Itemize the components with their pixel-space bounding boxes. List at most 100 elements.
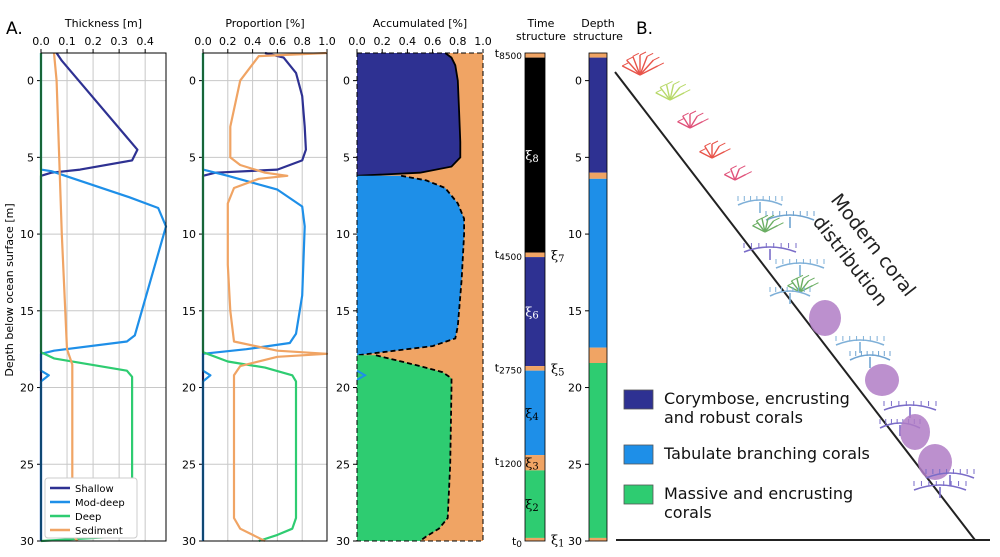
depth-segment — [589, 178, 607, 348]
x-tick-label: 1.0 — [318, 35, 336, 48]
depth-segment — [589, 53, 607, 58]
time-segment — [525, 370, 545, 456]
y-tick-label: 15 — [182, 305, 196, 318]
area-boundary-deep — [375, 354, 453, 542]
coral-massive — [865, 364, 899, 396]
y-axis-label: Depth below ocean surface [m] — [3, 203, 16, 376]
area-shallow — [357, 53, 461, 176]
panel-a-label: A. — [6, 19, 23, 39]
series-line-mod-deep — [201, 53, 306, 541]
chart-title: Depth — [581, 17, 615, 30]
coral-legend-label: Massive and encrusting — [664, 484, 853, 503]
x-tick-label: 0.8 — [293, 35, 311, 48]
depth-bar-frame — [588, 52, 608, 542]
time-segment — [525, 470, 545, 538]
y-tick-label: 15 — [336, 305, 350, 318]
y-tick-label: 0 — [27, 75, 34, 88]
coral-branching — [655, 80, 691, 101]
epoch-label: ξ7 — [551, 249, 565, 265]
time-structure-panel: Timestructureξ8ξ7ξ6ξ5ξ4ξ3ξ2ξ1t8500t4500t… — [495, 17, 566, 550]
y-tick-label: 20 — [182, 382, 196, 395]
coral-tabulate — [883, 401, 937, 418]
y-tick-label: 5 — [575, 151, 582, 164]
coral-legend-label: Tabulate branching corals — [663, 444, 870, 463]
chart-title: structure — [516, 30, 566, 43]
chart-title: Thickness [m] — [64, 17, 142, 30]
x-tick-label: 0.6 — [269, 35, 287, 48]
x-tick-label: 0.2 — [373, 35, 391, 48]
x-tick-label: 0.2 — [84, 35, 102, 48]
coral-drawings — [621, 51, 975, 498]
y-tick-label: 25 — [182, 458, 196, 471]
coral-branching — [723, 165, 752, 181]
coral-legend-swatch — [623, 484, 654, 505]
area-boundary-mod-deep — [356, 174, 465, 357]
time-segment — [525, 53, 545, 58]
y-tick-label: 20 — [336, 382, 350, 395]
coral-tabulate — [913, 481, 967, 498]
coral-tabulate — [849, 351, 891, 368]
legend-entry: Shallow — [75, 484, 114, 495]
series-line-sediment — [52, 52, 79, 542]
coral-illustration: Modern coral distribution Corymbose, enc… — [614, 51, 990, 541]
coral-branching — [787, 274, 819, 293]
y-tick-label: 0 — [343, 75, 350, 88]
chart-title: Accumulated [%] — [373, 17, 467, 30]
x-tick-label: 0.2 — [219, 35, 237, 48]
x-tick-label: 0.8 — [449, 35, 467, 48]
coral-tabulate — [769, 287, 811, 304]
time-label: t4500 — [495, 248, 523, 263]
epoch-label: ξ1 — [551, 533, 565, 549]
coral-legend-swatch — [623, 389, 654, 410]
x-tick-label: 0.0 — [32, 35, 50, 48]
x-tick-label: 0.4 — [244, 35, 262, 48]
x-tick-label: 0.6 — [424, 35, 442, 48]
y-tick-label: 30 — [336, 535, 350, 548]
coral-branching — [677, 110, 709, 129]
y-tick-label: 25 — [568, 458, 582, 471]
area-mod-deep — [357, 175, 465, 356]
time-label: t8500 — [495, 47, 523, 62]
x-tick-label: 1.0 — [474, 35, 492, 48]
area-deep — [357, 355, 452, 541]
time-segment — [525, 252, 545, 258]
y-tick-label: 10 — [336, 228, 350, 241]
time-segment — [525, 455, 545, 471]
y-tick-label: 15 — [20, 305, 34, 318]
x-tick-label: 0.0 — [194, 35, 212, 48]
coral-tabulate — [835, 336, 885, 353]
y-tick-label: 25 — [336, 458, 350, 471]
x-tick-label: 0.1 — [58, 35, 76, 48]
y-tick-label: 5 — [27, 151, 34, 164]
series-line-mod-deep — [39, 53, 168, 541]
y-tick-label: 10 — [182, 228, 196, 241]
coral-branching — [752, 214, 784, 233]
depth-segment — [589, 537, 607, 541]
chart-title: structure — [573, 30, 623, 43]
coral-legend-label: and robust corals — [664, 408, 803, 427]
y-tick-label: 5 — [189, 151, 196, 164]
chart-title: Proportion [%] — [225, 17, 304, 30]
coral-legend-swatch — [623, 444, 654, 465]
coral-massive — [900, 414, 930, 450]
x-tick-label: 0.0 — [348, 35, 366, 48]
legend-entry: Deep — [75, 512, 101, 523]
legend-entry: Sediment — [75, 526, 123, 537]
x-tick-label: 0.3 — [110, 35, 128, 48]
x-tick-label: 0.4 — [399, 35, 417, 48]
time-segment — [525, 366, 545, 371]
time-label: t2750 — [495, 362, 523, 377]
plot-frame — [202, 52, 328, 542]
plot-frame — [356, 52, 484, 542]
coral-tabulate — [743, 243, 797, 260]
y-tick-label: 0 — [189, 75, 196, 88]
time-label: t1200 — [495, 455, 523, 470]
y-tick-label: 5 — [343, 151, 350, 164]
y-tick-label: 20 — [20, 382, 34, 395]
coral-massive — [809, 300, 841, 336]
series-line-sediment — [226, 51, 329, 542]
